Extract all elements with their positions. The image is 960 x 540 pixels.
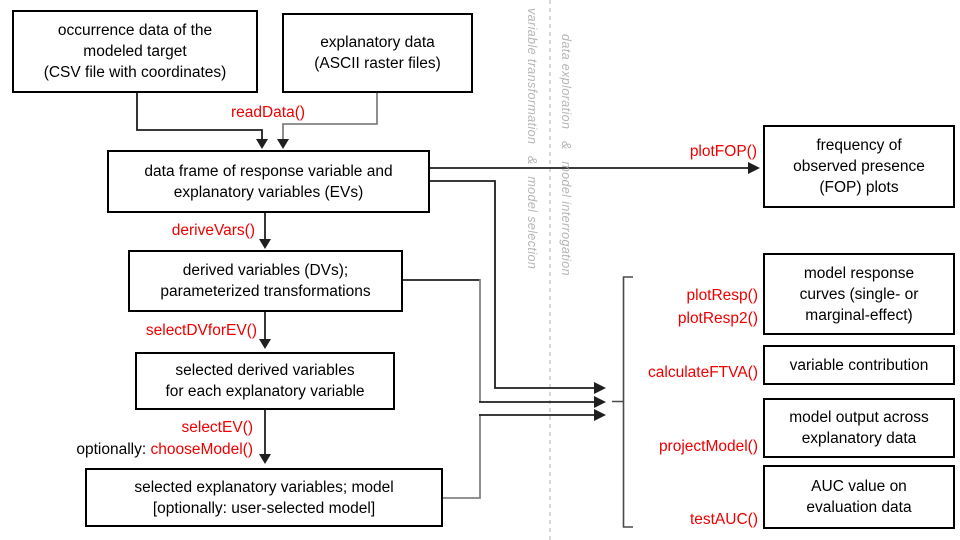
box-derived-line: derived variables (DVs);	[182, 262, 349, 279]
box-occurrence-data: occurrence data of the modeled target (C…	[12, 10, 258, 93]
output-group-bracket	[612, 276, 633, 528]
arrowhead-model	[259, 454, 271, 464]
function-label-projectmodel: projectModel()	[658, 438, 758, 455]
box-selected-dv-line: for each explanatory variable	[165, 383, 365, 400]
connector-model-elbow	[443, 415, 481, 499]
function-label-choosemodel: optionally: chooseModel()	[76, 441, 253, 458]
box-variable-contribution: variable contribution	[763, 345, 955, 385]
phase-label-left: variable transformation & model selectio…	[525, 8, 539, 270]
box-response-curves: model response curves (single- or margin…	[763, 253, 955, 335]
box-occurrence-line: modeled target	[83, 43, 187, 60]
box-fop-plots: frequency of observed presence (FOP) plo…	[763, 125, 955, 208]
box-occurrence-line: occurrence data of the	[57, 22, 213, 39]
arrowhead-bracket-top	[594, 382, 606, 394]
box-dataframe-line: data frame of response variable and	[144, 162, 393, 180]
function-label-selectdvforev: selectDVforEV()	[145, 322, 257, 339]
box-model-output: model output across explanatory data	[763, 398, 955, 458]
box-output-line: model output across	[789, 409, 929, 426]
box-fop-line: frequency of	[816, 137, 902, 154]
box-auc-value: AUC value on evaluation data	[763, 465, 955, 529]
function-label-calculateftva: calculateFTVA()	[648, 364, 758, 381]
box-explanatory-line: explanatory data	[320, 34, 435, 51]
box-response-line: curves (single- or	[799, 285, 919, 303]
box-selected-explanatory-model: selected explanatory variables; model [o…	[85, 468, 443, 527]
box-fop-line: (FOP) plots	[819, 179, 899, 196]
arrowhead-selected-dv	[259, 339, 271, 349]
box-occurrence-line: (CSV file with coordinates)	[43, 64, 227, 81]
function-label-plotresp2: plotResp2()	[677, 310, 758, 327]
arrowhead-fop	[748, 162, 760, 174]
box-dataframe-line: explanatory variables (EVs)	[173, 183, 364, 201]
box-derived-variables: derived variables (DVs); parameterized t…	[128, 250, 403, 312]
arrowhead-explanatory	[277, 139, 289, 149]
box-selected-dv-line: selected derived variables	[175, 362, 355, 379]
function-label-plotfop: plotFOP()	[689, 143, 757, 160]
box-explanatory-line: (ASCII raster files)	[314, 55, 441, 72]
box-dataframe: data frame of response variable and expl…	[107, 150, 430, 213]
function-label-testauc: testAUC()	[689, 511, 758, 528]
box-selected-derived-variables: selected derived variables for each expl…	[135, 352, 395, 410]
choosemodel-prefix-text: optionally:	[76, 441, 151, 458]
box-output-line: explanatory data	[801, 430, 917, 447]
box-auc-line: AUC value on	[811, 478, 907, 495]
phase-label-right: data exploration & model interrogation	[559, 34, 573, 276]
function-label-derivevars: deriveVars()	[171, 222, 255, 239]
box-fop-line: observed presence	[793, 158, 925, 175]
choosemodel-function-text: chooseModel()	[150, 441, 253, 458]
arrowhead-occurrence	[256, 139, 268, 149]
box-auc-line: evaluation data	[806, 499, 912, 516]
box-contribution-line: variable contribution	[789, 356, 929, 374]
box-derived-line: parameterized transformations	[160, 283, 371, 300]
function-label-readdata: readData()	[230, 104, 306, 121]
arrowhead-derived	[259, 239, 271, 249]
function-label-selectev: selectEV()	[181, 419, 254, 436]
arrowhead-bracket-middle	[594, 396, 606, 408]
box-response-line: marginal-effect)	[805, 306, 913, 324]
arrowhead-bracket-bottom	[594, 409, 606, 421]
box-selected-ev-line: [optionally: user-selected model]	[152, 499, 376, 517]
box-response-line: model response	[803, 264, 915, 282]
box-selected-ev-line: selected explanatory variables; model	[134, 478, 394, 496]
box-explanatory-data: explanatory data (ASCII raster files)	[282, 13, 473, 93]
function-label-plotresp: plotResp()	[686, 287, 759, 304]
